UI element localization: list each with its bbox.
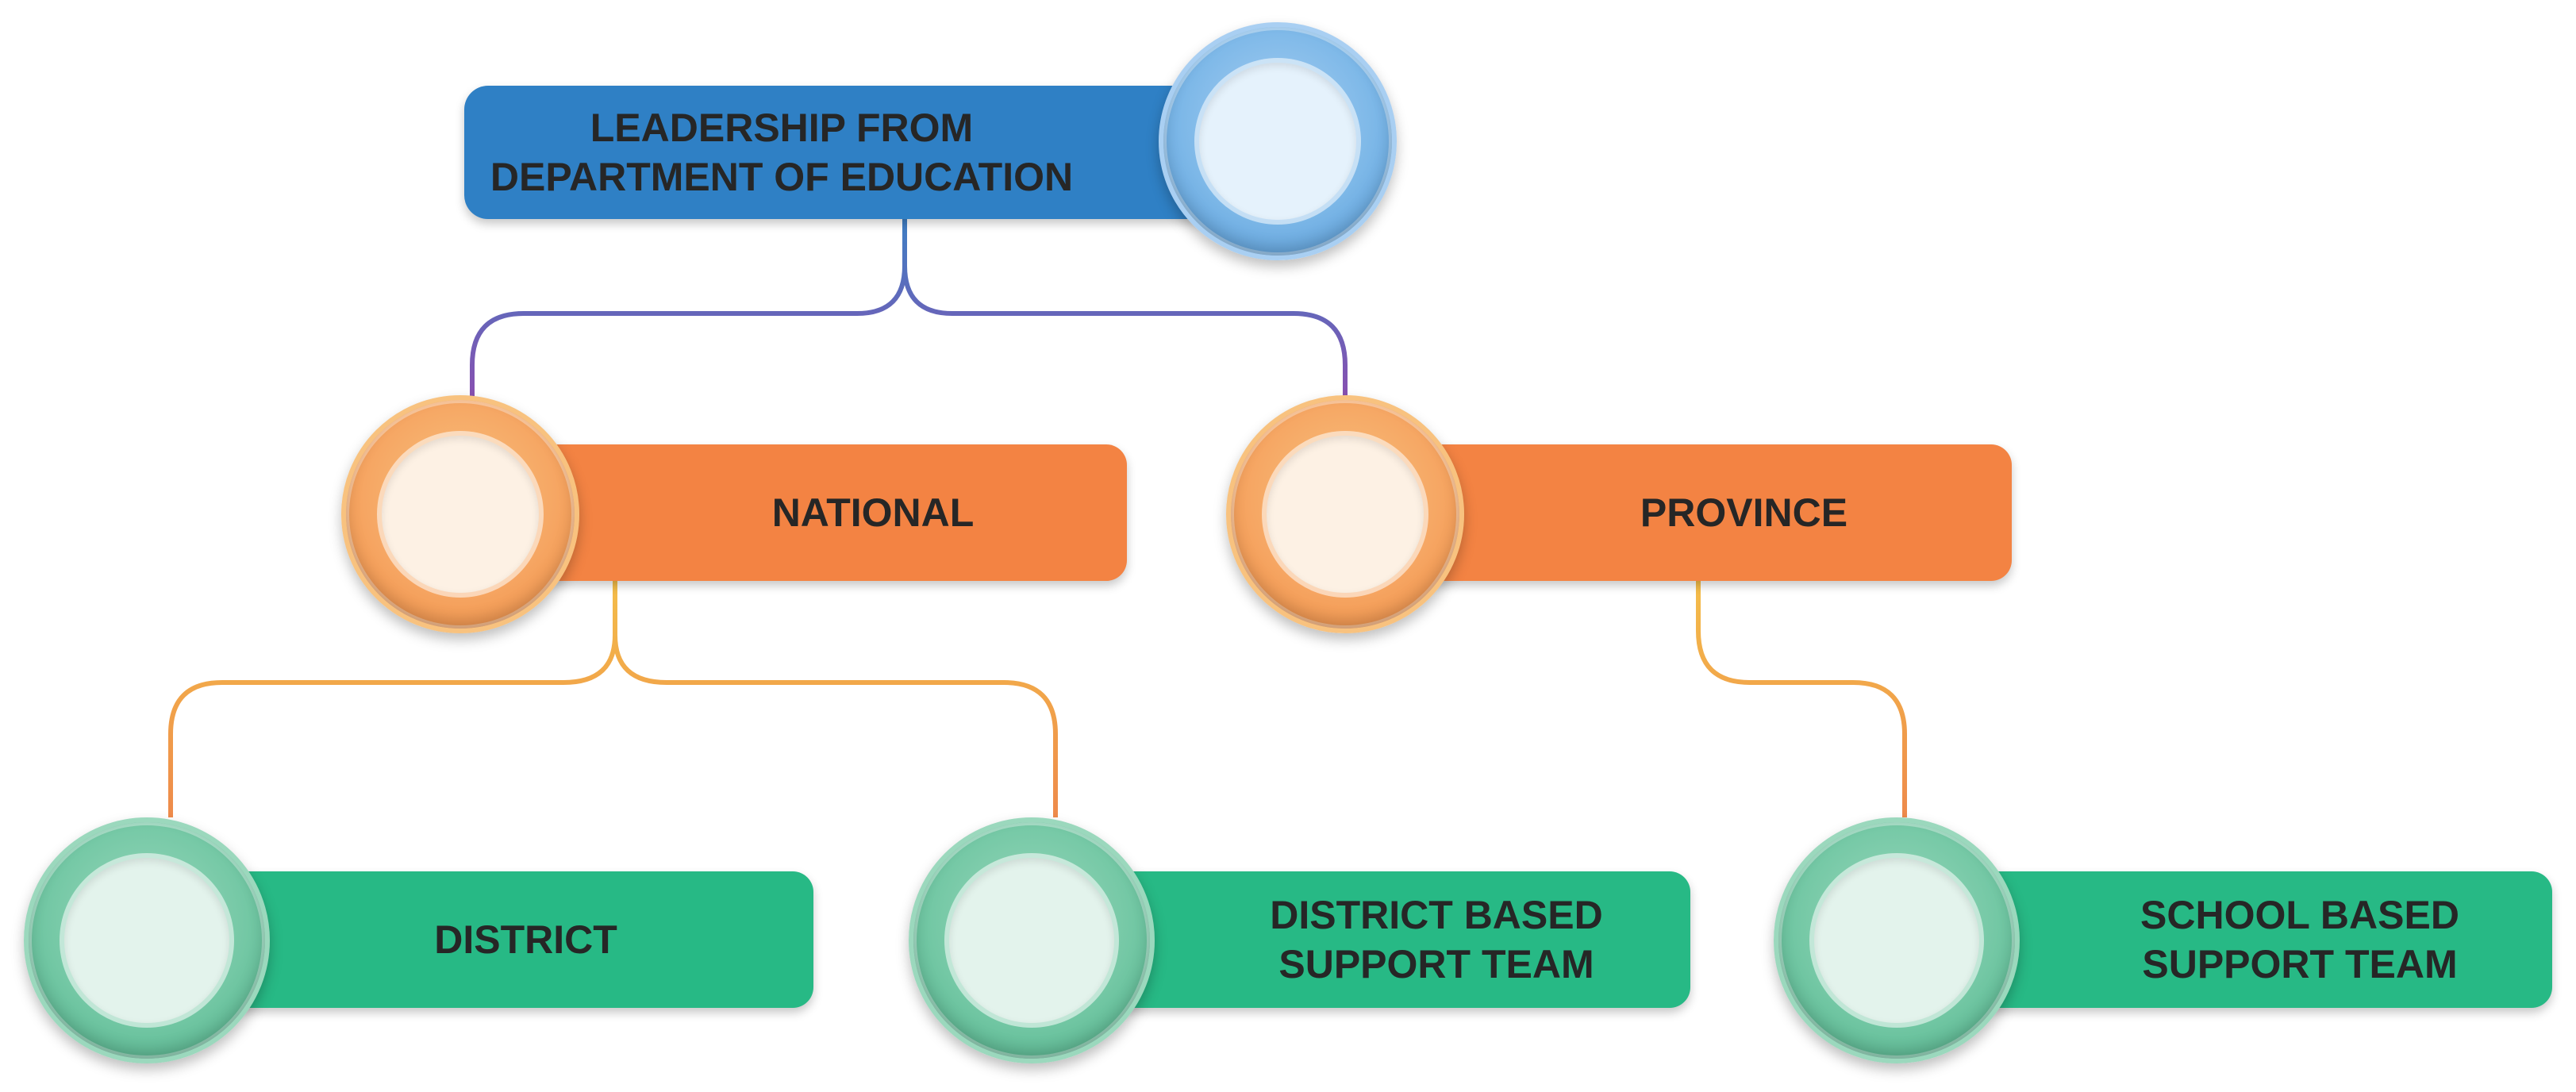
province-label: PROVINCE — [1640, 490, 1848, 535]
leadership-label: LEADERSHIP FROM DEPARTMENT OF EDUCATION — [490, 106, 1074, 199]
sbst-circle-icon — [1774, 817, 2020, 1063]
connector-province-sbst — [1696, 579, 1907, 817]
national-circle-icon — [341, 395, 579, 633]
district-circle-icon — [24, 817, 270, 1063]
district-label: DISTRICT — [434, 917, 617, 962]
leadership-circle-icon — [1159, 22, 1397, 260]
district-bar: DISTRICT — [183, 871, 813, 1008]
sbst-bar: SCHOOL BASED SUPPORT TEAM — [1928, 871, 2552, 1008]
connector-national-dbst — [613, 579, 1058, 817]
dbst-label: DISTRICT BASED SUPPORT TEAM — [1270, 893, 1603, 986]
national-bar: NATIONAL — [508, 444, 1127, 581]
national-label: NATIONAL — [771, 490, 975, 535]
province-circle-icon — [1226, 395, 1464, 633]
connector-leadership-province — [902, 218, 1348, 401]
leadership-bar: LEADERSHIP FROM DEPARTMENT OF EDUCATION — [464, 86, 1274, 219]
province-bar: PROVINCE — [1397, 444, 2012, 581]
connector-leadership-national — [470, 218, 907, 401]
dbst-bar: DISTRICT BASED SUPPORT TEAM — [1063, 871, 1690, 1008]
sbst-label: SCHOOL BASED SUPPORT TEAM — [2140, 893, 2459, 986]
connector-national-district — [168, 579, 617, 817]
dbst-circle-icon — [909, 817, 1155, 1063]
